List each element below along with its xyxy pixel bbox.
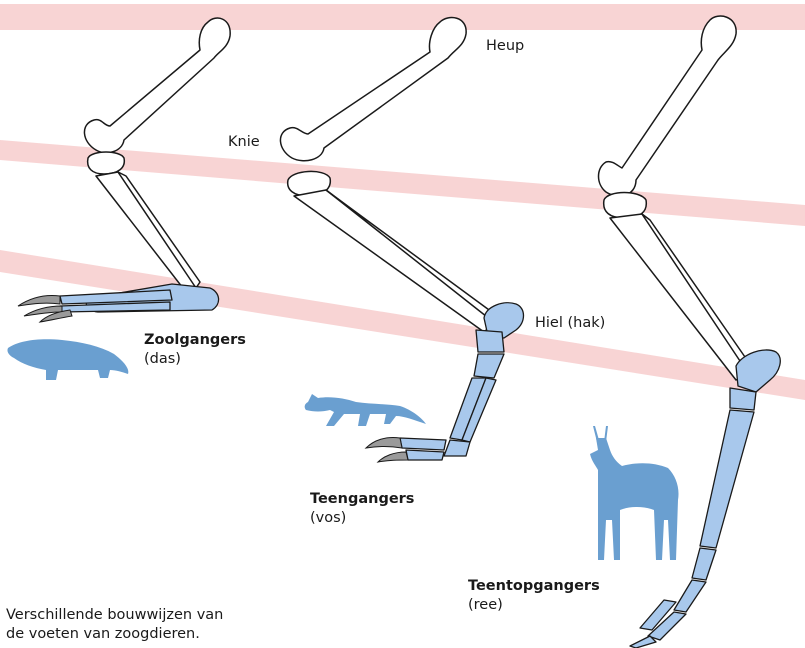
leg-unguligrade — [599, 16, 781, 648]
deer-antler-left — [593, 426, 599, 442]
group-teengangers: Teengangers (vos) — [310, 490, 414, 528]
band-hip — [0, 4, 805, 30]
group-animal-das: (das) — [144, 350, 246, 369]
group-animal-ree: (ree) — [468, 596, 600, 615]
deer-silhouette — [590, 438, 679, 560]
group-zoolgangers: Zoolgangers (das) — [144, 331, 246, 369]
badger-silhouette — [7, 339, 128, 380]
label-hiel: Hiel (hak) — [535, 314, 605, 332]
group-name-zoolgangers: Zoolgangers — [144, 331, 246, 350]
deer-antler-right — [604, 426, 608, 442]
group-name-teengangers: Teengangers — [310, 490, 414, 509]
group-teentopgangers: Teentopgangers (ree) — [468, 577, 600, 615]
group-animal-vos: (vos) — [310, 509, 414, 528]
caption-line-1: Verschillende bouwwijzen van — [6, 606, 223, 625]
label-heup: Heup — [486, 37, 524, 55]
leg-digitigrade — [280, 18, 523, 462]
figure-caption: Verschillende bouwwijzen van de voeten v… — [6, 606, 223, 644]
group-name-teentopgangers: Teentopgangers — [468, 577, 600, 596]
label-knie: Knie — [228, 133, 260, 151]
caption-line-2: de voeten van zoogdieren. — [6, 625, 223, 644]
fox-silhouette — [305, 394, 426, 426]
